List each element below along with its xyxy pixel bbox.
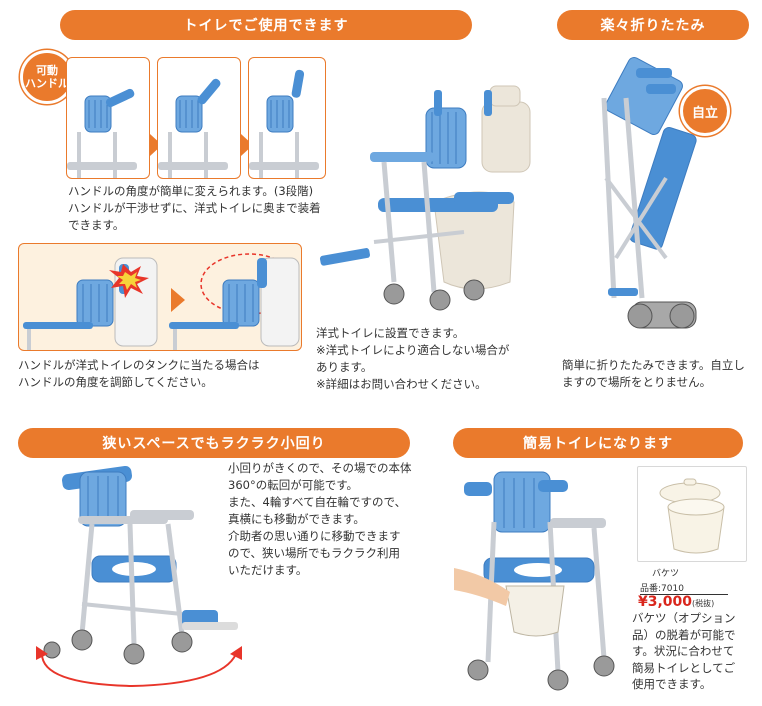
handle-tank-text: ハンドルが洋式トイレのタンクに当たる場合は ハンドルの角度を調節してください。 (18, 358, 260, 389)
handle-tank-panel (18, 243, 302, 351)
toilet-installed-text: 洋式トイレに設置できます。 ※洋式トイレにより適合しない場合が あります。 ※詳… (316, 326, 510, 391)
tax-note: (税抜) (692, 599, 715, 608)
banner-toilet-use: トイレでご使用できます (60, 10, 472, 40)
chair-handle-illustration-1 (67, 88, 137, 178)
banner-easy-fold: 楽々折りたたみ (557, 10, 749, 40)
turning-chair-illustration (36, 465, 242, 688)
handle-tank-collision-illustration (23, 253, 300, 350)
product-code: 品番:7010 (640, 581, 728, 595)
handle-step-panel-1 (66, 57, 150, 179)
product-name: バケツ (652, 569, 680, 579)
bucket-icon (659, 478, 725, 554)
turn-desc-text: 小回りがきくので、その場での本体 360°の転回が可能です。 また、4輪すべて自… (228, 461, 412, 577)
fold-desc-text: 簡単に折りたたみできます。自立し ますので場所をとりません。 (562, 358, 745, 389)
movable-handle-badge: 可動 ハンドル (20, 50, 74, 104)
bucket-product-box (637, 466, 747, 562)
handle-angle-text: ハンドルの角度が簡単に変えられます。(3段階) ハンドルが干渉せずに、洋式トイレ… (68, 184, 321, 232)
folded-chair-illustration (601, 57, 697, 329)
product-price-value: ¥3,000 (638, 594, 693, 610)
chair-with-bucket-illustration (454, 471, 615, 691)
handle-step-panel-3 (248, 57, 326, 179)
handle-step-panel-2 (157, 57, 241, 179)
product-price: ¥3,000(税抜) (638, 594, 714, 610)
banner-small-turn: 狭いスペースでもラクラク小回り (18, 428, 410, 458)
chair-handle-illustration-2 (158, 78, 228, 178)
banner-simple-toilet: 簡易トイレになります (453, 428, 743, 458)
self-standing-badge: 自立 (680, 86, 730, 136)
chair-handle-illustration-3 (249, 69, 319, 178)
chair-on-toilet-illustration (319, 85, 531, 311)
bucket-desc-text: バケツ（オプション 品）の脱着が可能で す。状況に合わせて 簡易トイレとしてご … (632, 611, 736, 691)
